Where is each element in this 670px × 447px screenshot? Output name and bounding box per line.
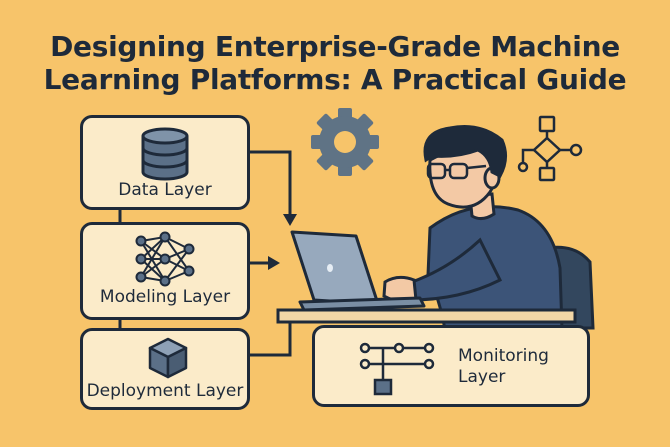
gear-icon — [311, 108, 379, 176]
title-line-2: Learning Platforms: A Practical Guide — [43, 63, 627, 96]
page-title: Designing Enterprise-Grade Machine Learn… — [0, 30, 670, 96]
cube-icon — [148, 337, 188, 379]
person-icon — [382, 125, 564, 332]
laptop-icon — [290, 230, 426, 312]
data-layer-box: Data Layer — [80, 115, 250, 210]
title-line-1: Designing Enterprise-Grade Machine — [50, 30, 620, 63]
monitoring-layer-box: Monitoring Layer — [312, 325, 590, 407]
monitoring-label-line-2: Layer — [458, 367, 506, 387]
flowchart-icon — [517, 115, 583, 182]
deployment-layer-label: Deployment Layer — [86, 381, 244, 401]
modeling-layer-label: Modeling Layer — [99, 287, 231, 307]
connector-arrowheads — [268, 214, 297, 270]
data-layer-label: Data Layer — [118, 180, 212, 200]
database-icon — [141, 127, 189, 181]
pipeline-icon — [359, 342, 435, 396]
monitoring-layer-label: Monitoring Layer — [458, 346, 578, 388]
desk — [276, 308, 577, 330]
neural-network-icon — [135, 231, 195, 287]
modeling-layer-box: Modeling Layer — [80, 222, 250, 320]
monitoring-label-line-1: Monitoring — [458, 346, 549, 366]
deployment-layer-box: Deployment Layer — [80, 328, 250, 410]
